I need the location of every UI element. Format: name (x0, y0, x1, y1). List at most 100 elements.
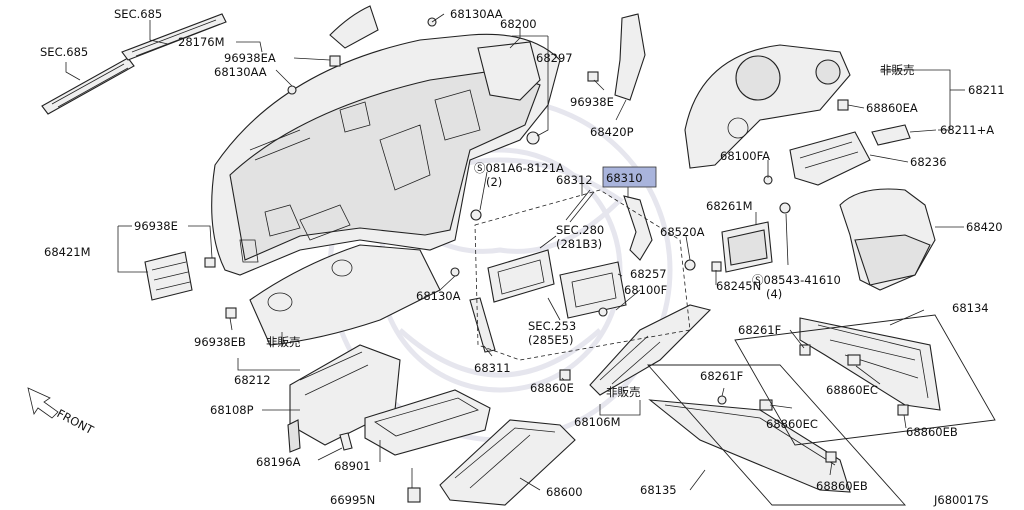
label-68421M: 68421M (44, 245, 91, 259)
label-96938EA: 96938EA (224, 51, 276, 65)
clip-96938E-side[interactable] (204, 257, 216, 268)
bracket-68311[interactable] (469, 297, 496, 353)
label-96938EB: 96938EB (194, 335, 246, 349)
screw-08543[interactable] (779, 202, 791, 214)
clip-68261F-bottom[interactable] (717, 395, 727, 405)
front-arrow-icon (27, 387, 59, 419)
highlight-68310 (602, 166, 657, 188)
label-68236: 68236 (910, 155, 947, 169)
label-081A6-qty: (2) (486, 175, 502, 189)
label-68520A: 68520A (660, 225, 705, 239)
console-lid-68420[interactable] (839, 188, 936, 291)
label-66995N: 66995N (330, 493, 375, 507)
label-68211A: 68211+A (940, 123, 994, 137)
label-68860EB-top: 68860EB (906, 425, 958, 439)
diagram-code: J680017S (933, 493, 989, 507)
lower-cover-68212[interactable] (249, 244, 441, 346)
label-28176M: 28176M (178, 35, 225, 49)
cluster-finisher-68236[interactable] (789, 131, 871, 186)
label-68130AA-left: 68130AA (214, 65, 267, 79)
label-sec280: SEC.280 (556, 223, 604, 237)
part-labels: SEC.685 SEC.685 68130AA 28176M 96938EA 6… (40, 7, 1005, 507)
instrument-panel-body[interactable] (211, 33, 561, 276)
label-68860EC-bottom: 68860EC (766, 417, 818, 431)
label-sec685-b: SEC.685 (114, 7, 162, 21)
label-68860EA: 68860EA (866, 101, 918, 115)
clip-96938EB[interactable] (225, 307, 237, 319)
clip-68860EB-top[interactable] (897, 404, 909, 416)
bracket-68420P[interactable] (614, 13, 646, 101)
clip-96938EA[interactable] (329, 55, 341, 67)
label-68860EB-bottom: 68860EB (816, 479, 868, 493)
label-sec685-a: SEC.685 (40, 45, 88, 59)
vent-cover-68200[interactable] (477, 41, 541, 101)
label-68860E: 68860E (530, 381, 574, 395)
label-68600: 68600 (546, 485, 583, 499)
label-68130AA-top: 68130AA (450, 7, 503, 21)
center-bezel-sec280[interactable] (487, 249, 555, 303)
clip-68245N[interactable] (711, 261, 722, 272)
glove-box-lid-68600[interactable] (439, 419, 576, 506)
label-68130A: 68130A (416, 289, 461, 303)
grommet-68297[interactable] (526, 131, 540, 145)
label-68420: 68420 (966, 220, 1003, 234)
label-68196A: 68196A (256, 455, 301, 469)
defroster-grille-center[interactable] (121, 13, 227, 61)
label-96938E-top: 96938E (570, 95, 614, 109)
label-68100F: 68100F (624, 283, 667, 297)
clip-96938E-top[interactable] (587, 71, 599, 82)
clip-68860EB-bottom[interactable] (825, 451, 837, 463)
label-08543: Ⓢ08543-41610 (752, 273, 841, 287)
meter-hood-68211[interactable] (684, 44, 851, 169)
label-sec253-code: (285E5) (528, 333, 574, 347)
trim-68310[interactable] (623, 195, 653, 261)
label-front: FRONT (55, 406, 97, 437)
label-08543-qty: (4) (766, 287, 782, 301)
clip-66995N[interactable] (407, 487, 421, 503)
screw-68130A[interactable] (450, 267, 460, 277)
clip-68860EC-top[interactable] (847, 354, 861, 366)
label-68901: 68901 (334, 459, 371, 473)
label-nfs-1: 非販売 (880, 63, 915, 77)
label-68135: 68135 (640, 483, 677, 497)
label-68420P: 68420P (590, 125, 634, 139)
console-group-box-68134 (734, 314, 996, 446)
label-68860EC-top: 68860EC (826, 383, 878, 397)
glove-box-frame-68901[interactable] (364, 389, 491, 456)
screw-68100F[interactable] (598, 307, 608, 317)
label-68312: 68312 (556, 173, 593, 187)
bolt-081A6[interactable] (470, 209, 482, 221)
label-68261F-top: 68261F (738, 323, 781, 337)
label-68245N: 68245N (716, 279, 761, 293)
display-68261M[interactable] (721, 221, 773, 273)
label-nfs-2: 非販売 (266, 335, 301, 349)
label-68311: 68311 (474, 361, 511, 375)
clip-68860E[interactable] (559, 369, 571, 381)
bolt-68196A[interactable] (339, 432, 353, 451)
label-68261F-bottom: 68261F (700, 369, 743, 383)
label-96938E-side: 96938E (134, 219, 178, 233)
clip-68860EA[interactable] (837, 99, 849, 111)
label-68310: 68310 (606, 171, 643, 185)
bracket-68312[interactable] (565, 189, 595, 223)
label-68261M: 68261M (706, 199, 753, 213)
label-68211: 68211 (968, 83, 1005, 97)
label-68212: 68212 (234, 373, 271, 387)
label-081A6: Ⓢ081A6-8121A (474, 161, 564, 175)
label-68297: 68297 (536, 51, 573, 65)
clip-68211A[interactable] (871, 124, 911, 146)
audio-unit-68257[interactable] (559, 261, 627, 319)
clip-68261F-top[interactable] (799, 344, 811, 356)
label-68100FA: 68100FA (720, 149, 770, 163)
console-group-box-68135 (647, 364, 907, 506)
label-68200: 68200 (500, 17, 537, 31)
top-cover-28176M[interactable] (329, 5, 379, 49)
defroster-grille-left[interactable] (41, 57, 135, 115)
label-nfs-3: 非販売 (606, 385, 641, 399)
console-bracket-68106M[interactable] (589, 304, 712, 396)
screw-68130AA-left[interactable] (287, 85, 297, 95)
knob-68520A[interactable] (684, 259, 696, 271)
side-vent-68421M[interactable] (144, 251, 193, 301)
label-68134: 68134 (952, 301, 989, 315)
